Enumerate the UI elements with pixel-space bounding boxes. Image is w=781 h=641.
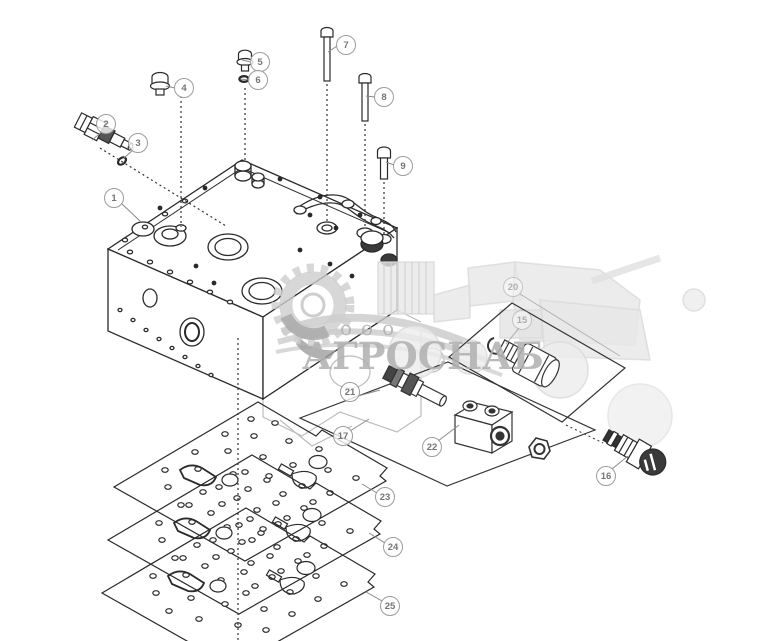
callout-17: 17	[333, 426, 353, 446]
front-face-holes	[117, 307, 214, 378]
callout-8: 8	[374, 87, 394, 107]
part-22-nut	[528, 437, 551, 460]
callout-3: 3	[128, 133, 148, 153]
callout-4: 4	[174, 78, 194, 98]
watermark-company-name: АГРОСНАБ	[302, 334, 544, 378]
part-9-bolt	[376, 146, 392, 180]
callout-2: 2	[96, 114, 116, 134]
gasket-24-drawing	[107, 454, 382, 615]
callout-24: 24	[383, 537, 403, 557]
callout-1: 1	[104, 188, 124, 208]
callout-6: 6	[248, 70, 268, 90]
callout-9: 9	[393, 156, 413, 176]
callout-20: 20	[503, 277, 523, 297]
edge-holes	[121, 198, 234, 305]
part-8-bolt	[358, 72, 372, 122]
callout-22: 22	[422, 437, 442, 457]
leader-lines	[91, 45, 629, 602]
watermark-gear	[271, 263, 355, 347]
callout-21: 21	[340, 382, 360, 402]
part-7-bolt	[320, 26, 334, 82]
assembly-axis-lines-upper	[99, 84, 385, 234]
watermark-tractor	[377, 254, 706, 449]
callout-16: 16	[596, 466, 616, 486]
part-16-valve	[602, 428, 667, 476]
part-21-sensor	[382, 364, 447, 407]
assembly-line-16	[565, 424, 604, 444]
part-22-solenoid	[453, 400, 514, 455]
part-4-plug	[149, 71, 171, 96]
kit-box-15	[447, 302, 627, 423]
watermark-art	[271, 254, 706, 449]
part-15-plug	[496, 339, 560, 388]
callout-7: 7	[336, 35, 356, 55]
callout-5: 5	[250, 52, 270, 72]
callout-25: 25	[380, 596, 400, 616]
gasket-drawing	[112, 401, 388, 562]
watermark-company-prefix: ооо	[340, 316, 404, 340]
bolt-heads	[157, 176, 363, 286]
kit-box-17	[298, 361, 597, 487]
callout-23: 23	[375, 487, 395, 507]
callout-15: 15	[512, 310, 532, 330]
